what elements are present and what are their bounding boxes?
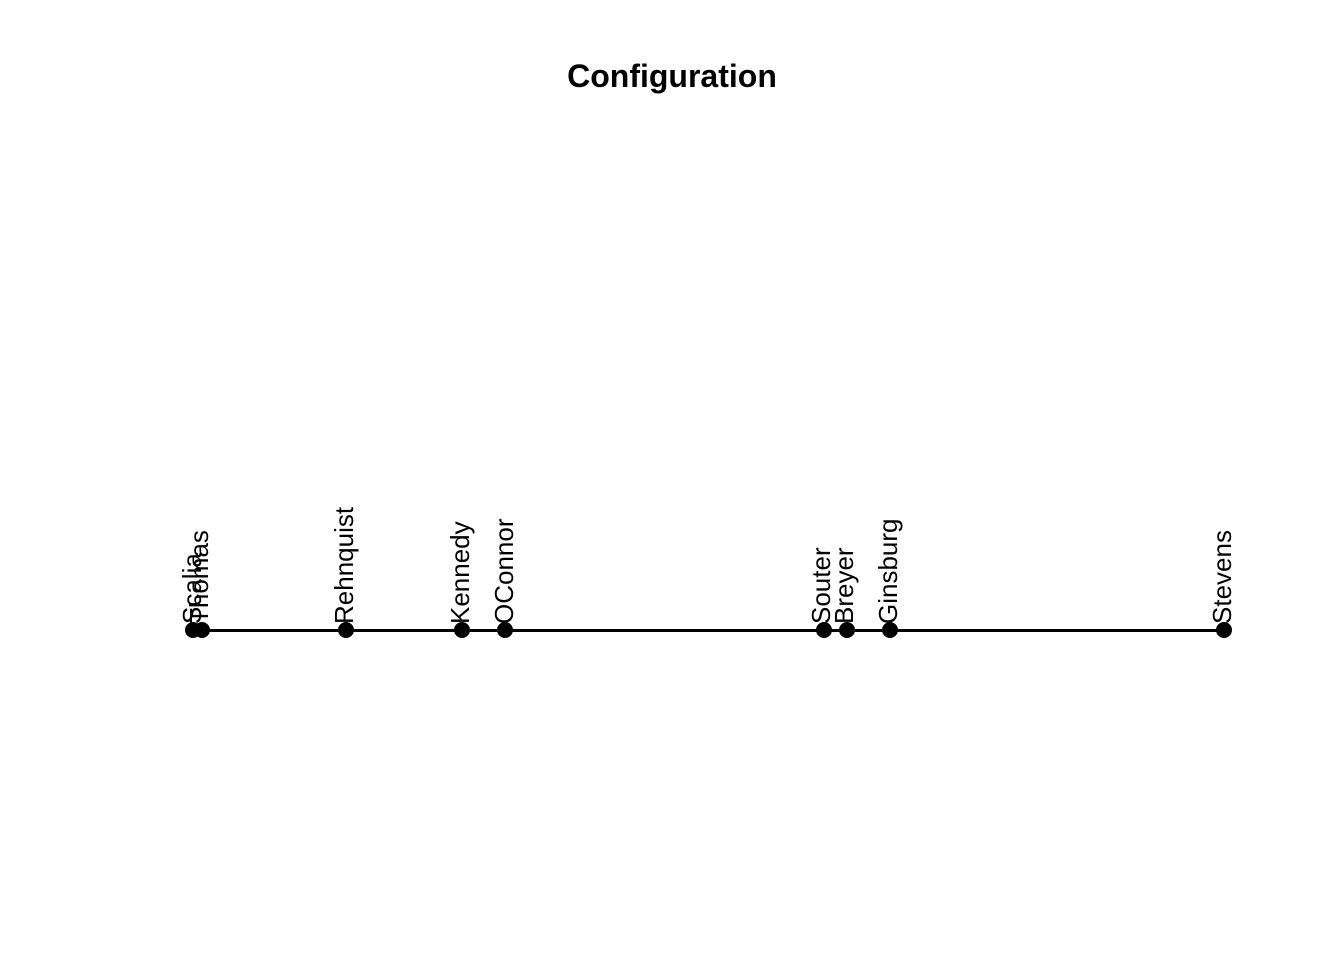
data-point-marker (816, 622, 832, 638)
data-point-label: OConnor (489, 518, 519, 625)
data-point-label: Stevens (1207, 530, 1237, 624)
data-point-marker (194, 622, 210, 638)
data-point-label: Breyer (829, 547, 859, 624)
data-point-label: Thomas (184, 530, 214, 624)
data-point-marker (1216, 622, 1232, 638)
page-title: Configuration (567, 58, 777, 94)
axis-line (190, 629, 1224, 632)
data-point-label: Rehnquist (329, 506, 359, 624)
data-point-marker (497, 622, 513, 638)
data-point-marker (338, 622, 354, 638)
data-point-marker (454, 622, 470, 638)
data-point-label: Kennedy (445, 521, 475, 624)
data-point-marker (882, 622, 898, 638)
data-point-label: Ginsburg (873, 518, 903, 625)
data-point-marker (839, 622, 855, 638)
